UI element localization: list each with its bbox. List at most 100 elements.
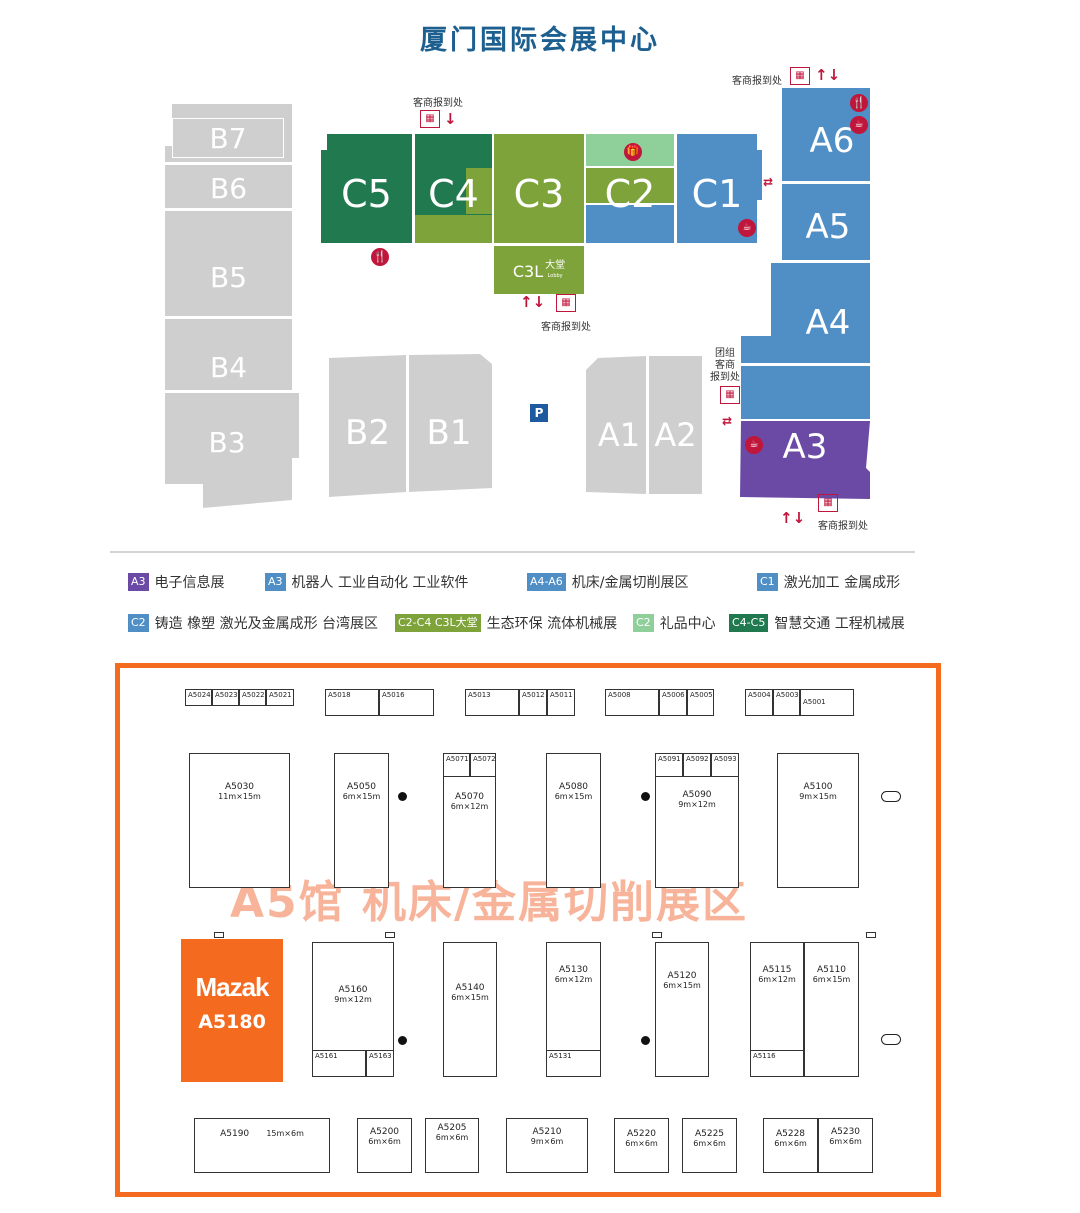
booth-a5022[interactable]: A5022 bbox=[239, 689, 266, 706]
booth-a5161[interactable]: A5161 bbox=[312, 1050, 366, 1077]
hall-b2-shape[interactable] bbox=[329, 355, 406, 497]
hall-c5-label: C5 bbox=[341, 172, 392, 216]
hall-c1-label: C1 bbox=[691, 172, 743, 216]
booth-a5021[interactable]: A5021 bbox=[266, 689, 294, 706]
legend-tag: C2 bbox=[633, 614, 654, 632]
registration-label-a3: 客商报到处 bbox=[818, 521, 868, 532]
hall-b4-shape[interactable] bbox=[165, 319, 292, 390]
hall-c3-shape[interactable] bbox=[494, 134, 584, 243]
booth-a5023[interactable]: A5023 bbox=[212, 689, 239, 706]
booth-a5003[interactable]: A5003 bbox=[773, 689, 800, 716]
hall-c2-blue-shape[interactable] bbox=[586, 205, 674, 243]
exit-sign-icon bbox=[866, 932, 876, 938]
booth-a5012[interactable]: A5012 bbox=[519, 689, 547, 716]
hall-c5-shape[interactable] bbox=[321, 134, 412, 243]
hall-a6-shape[interactable] bbox=[782, 88, 870, 181]
hall-a4b-shape[interactable] bbox=[741, 366, 870, 419]
legend-tag: C1 bbox=[757, 573, 778, 591]
legend-tag: C2-C4 C3L大堂 bbox=[395, 614, 481, 632]
booth-a5006[interactable]: A5006 bbox=[659, 689, 687, 716]
stairs-up-down-icon: ↑↓ bbox=[815, 66, 841, 84]
hall-a1-shape[interactable] bbox=[586, 356, 646, 494]
booth-a5013[interactable]: A5013 bbox=[465, 689, 519, 716]
cafe-icon: ☕ bbox=[850, 116, 868, 134]
hall-c2-label: C2 bbox=[604, 172, 656, 216]
hall-c4-green-bottom bbox=[415, 215, 492, 243]
escalator-icon bbox=[881, 791, 901, 802]
booth-a5116[interactable]: A5116 bbox=[750, 1050, 804, 1077]
hall-b5-shape[interactable] bbox=[165, 211, 292, 316]
mazak-logo: Mazak bbox=[195, 972, 269, 1002]
registration-label-c4: 客商报到处 bbox=[413, 98, 463, 109]
hall-a2-label: A2 bbox=[654, 416, 697, 454]
restaurant-icon: 🍴 bbox=[850, 94, 868, 112]
gift-icon: 🎁 bbox=[624, 143, 642, 161]
booth-a5093[interactable]: A5093 bbox=[711, 753, 739, 777]
registration-label-c3: 客商报到处 bbox=[541, 322, 591, 333]
hall-b5-label: B5 bbox=[209, 260, 248, 294]
legend-tag: A4-A6 bbox=[527, 573, 566, 591]
booth-a5004[interactable]: A5004 bbox=[745, 689, 773, 716]
entrance-arrows-icon: ⇄ bbox=[722, 414, 733, 428]
hall-b3-shape[interactable] bbox=[165, 393, 299, 508]
map-title: 厦门国际会展中心 bbox=[420, 25, 660, 56]
hall-a3-label: A3 bbox=[782, 427, 828, 467]
hall-a3-shape[interactable] bbox=[740, 421, 870, 499]
booth-a5005[interactable]: A5005 bbox=[687, 689, 714, 716]
registration-desk-icon: ▦ bbox=[790, 67, 810, 85]
hall-b1-shape[interactable] bbox=[409, 354, 492, 492]
mazak-booth-a5180[interactable]: Mazak A5180 bbox=[181, 939, 283, 1082]
exit-sign-icon bbox=[385, 932, 395, 938]
hall-c1-shape[interactable] bbox=[677, 134, 762, 243]
booth-a5071[interactable]: A5071 bbox=[443, 753, 470, 777]
booth-a5163[interactable]: A5163 bbox=[366, 1050, 394, 1077]
booth-a5072[interactable]: A5072 bbox=[470, 753, 496, 777]
booth-a5091[interactable]: A5091 bbox=[655, 753, 683, 777]
hall-b6-shape[interactable] bbox=[165, 165, 292, 208]
pillar-marker bbox=[398, 1036, 407, 1045]
hall-a4-label: A4 bbox=[805, 303, 851, 343]
legend-tag: C4-C5 bbox=[729, 614, 769, 632]
hall-c3l-shape[interactable] bbox=[494, 246, 584, 294]
hall-b1-label: B1 bbox=[426, 413, 472, 453]
legend-item: C2-C4 C3L大堂生态环保 流体机械展 bbox=[395, 613, 617, 633]
hall-b6-label: B6 bbox=[209, 171, 248, 205]
hall-a5-shape[interactable] bbox=[782, 184, 870, 260]
hall-b4-label: B4 bbox=[209, 350, 248, 384]
booth-a5092[interactable]: A5092 bbox=[683, 753, 711, 777]
booth-a5024[interactable]: A5024 bbox=[185, 689, 212, 706]
booth-a5001[interactable]: A5001 bbox=[800, 689, 854, 716]
floorplan-watermark: A5馆 机床/金属切削展区 bbox=[230, 877, 749, 928]
hall-c3l-label: C3L 大堂 Lobby bbox=[512, 260, 566, 281]
booth-a5016[interactable]: A5016 bbox=[379, 689, 434, 716]
hall-a4-shape[interactable] bbox=[741, 263, 870, 363]
booth-a5008[interactable]: A5008 bbox=[605, 689, 659, 716]
booth-a5011[interactable]: A5011 bbox=[547, 689, 575, 716]
booth-a5190[interactable]: A5190 15m×6m bbox=[194, 1118, 330, 1173]
hall-c2-green-shape[interactable] bbox=[586, 168, 674, 203]
booth-a5018[interactable]: A5018 bbox=[325, 689, 379, 716]
booth-a5131[interactable]: A5131 bbox=[546, 1050, 601, 1077]
hall-a2-shape[interactable] bbox=[649, 356, 702, 494]
